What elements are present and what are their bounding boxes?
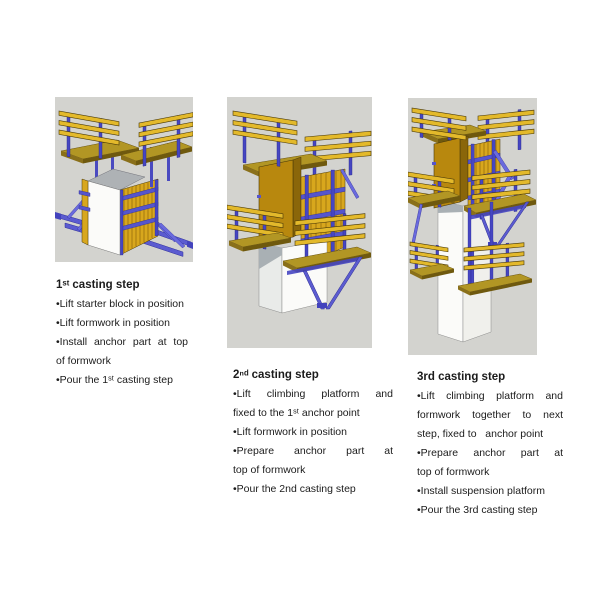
bullet-line: •Pour the 1ˢᵗ casting step [56,374,173,386]
formwork-illustration-step-3 [408,98,537,355]
mid-left-platform [408,171,461,209]
rear-right-guardrail [477,109,535,158]
step-2-text: 2ⁿᵈ casting step •Lift climbing platform… [233,366,393,499]
step-3-text: 3rd casting step •Lift climbing platform… [417,368,563,520]
bullet-line: fixed to the 1ˢᵗ anchor point [233,407,360,419]
anchor-bracket [317,303,327,308]
formwork-edge-strip [81,178,89,246]
concrete-first-cast [258,239,328,314]
suspension-platform-right [457,242,533,296]
left-platform [58,110,140,183]
step-bullets: •Lift starter block in position •Lift for… [56,295,188,390]
step-bullets: •Lift climbing platform and formwork toge… [417,387,563,520]
bullet-line: •Install anchor part at top [56,336,188,348]
bullet-line: top of formwork [417,466,490,478]
climbing-platform [282,213,372,310]
step-1-text: 1ˢᵗ casting step •Lift starter block in … [56,276,188,390]
mid-left-platform [227,204,292,252]
suspension-platform-left [409,241,455,280]
diagonal-brace [302,270,325,310]
bullet-line: •Lift starter block in position [56,298,184,310]
bullet-line: •Lift climbing platform and [417,390,563,402]
bullet-line: •Lift formwork in position [233,426,347,438]
right-guardrail [138,112,193,167]
bullet-line: top of formwork [233,464,306,476]
bullet-line: •Prepare anchor part at [233,445,393,457]
bullet-line: •Lift formwork in position [56,317,170,329]
bullet-line: •Pour the 2nd casting step [233,483,356,495]
diagonal-brace [325,256,363,310]
left-guardrail [58,110,120,159]
formwork-illustration-step-1 [55,97,193,262]
bullet-line: •Pour the 3rd casting step [417,504,538,516]
top-left-guardrail [232,110,298,167]
bullet-line: •Prepare anchor part at [417,447,563,459]
step-title: 2ⁿᵈ casting step [233,369,319,381]
bullet-line: step, fixed to anchor point [417,428,544,440]
formwork-illustration-step-2 [227,97,372,348]
bullet-line: formwork together to next [417,409,563,421]
concrete-front [87,180,121,256]
starter-block [78,168,159,256]
step-title: 3rd casting step [417,371,506,383]
bullet-line: •Lift climbing platform and [233,388,393,400]
bullet-line: of formwork [56,355,111,367]
step-title: 1ˢᵗ casting step [56,279,140,291]
right-platform [120,112,193,187]
bullet-line: •Install suspension platform [417,485,545,497]
step-bullets: •Lift climbing platform and fixed to the … [233,385,393,499]
top-left-guardrail [411,107,467,141]
